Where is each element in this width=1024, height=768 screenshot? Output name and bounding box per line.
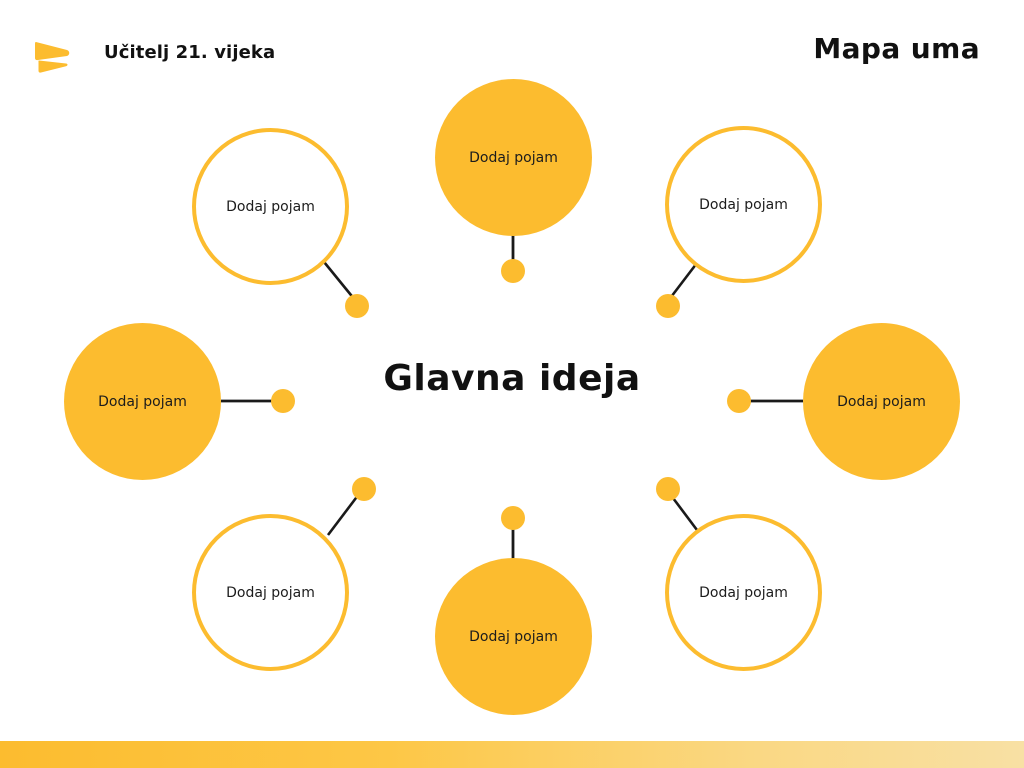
chevron-logo-icon — [33, 40, 81, 74]
central-idea-label: Glavna ideja — [383, 358, 641, 399]
mindmap-node-label: Dodaj pojam — [469, 628, 558, 645]
mindmap-node-top-right[interactable]: Dodaj pojam — [665, 126, 822, 283]
connector-dot-mid-left[interactable] — [271, 389, 295, 413]
mindmap-node-label: Dodaj pojam — [699, 584, 788, 601]
mindmap-node-mid-right[interactable]: Dodaj pojam — [803, 323, 960, 480]
mindmap-node-bottom-left[interactable]: Dodaj pojam — [192, 514, 349, 671]
connector-dot-bottom-left[interactable] — [352, 477, 376, 501]
mindmap-node-label: Dodaj pojam — [226, 584, 315, 601]
mindmap-node-top-center[interactable]: Dodaj pojam — [435, 79, 592, 236]
connector-dot-bottom-center[interactable] — [501, 506, 525, 530]
footer-accent-bar — [0, 741, 1024, 768]
mindmap-node-label: Dodaj pojam — [469, 149, 558, 166]
connector-line-bottom-left — [326, 493, 361, 536]
connector-dot-top-right[interactable] — [656, 294, 680, 318]
connector-line-top-left — [318, 256, 357, 301]
connector-dot-bottom-right[interactable] — [656, 477, 680, 501]
connector-dot-mid-right[interactable] — [727, 389, 751, 413]
mindmap-node-label: Dodaj pojam — [98, 393, 187, 410]
mindmap-node-top-left[interactable]: Dodaj pojam — [191, 127, 350, 286]
connector-dot-top-left[interactable] — [345, 294, 369, 318]
mindmap-node-label: Dodaj pojam — [226, 198, 315, 215]
mindmap-node-label: Dodaj pojam — [837, 393, 926, 410]
mindmap-node-label: Dodaj pojam — [699, 196, 788, 213]
connector-dot-top-center[interactable] — [501, 259, 525, 283]
connector-line-bottom-right — [668, 493, 702, 535]
mindmap-node-mid-left[interactable]: Dodaj pojam — [64, 323, 221, 480]
page-title: Mapa uma — [813, 32, 980, 65]
mindmap-node-bottom-center[interactable]: Dodaj pojam — [435, 558, 592, 715]
brand-title: Učitelj 21. vijeka — [104, 42, 276, 63]
mindmap-node-bottom-right[interactable]: Dodaj pojam — [665, 514, 822, 671]
